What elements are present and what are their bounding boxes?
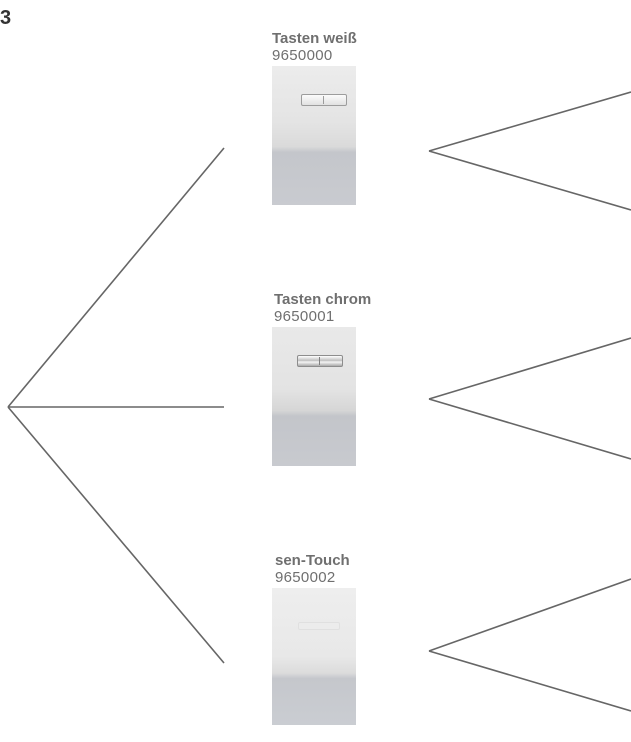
chevron-2-lower	[428, 398, 631, 460]
product-code: 9650002	[275, 569, 336, 586]
product-name: Tasten weiß	[272, 30, 357, 47]
product-tasten-chrom: Tasten chrom 9650001	[272, 291, 372, 466]
chevron-2-upper	[428, 337, 631, 400]
touch-sensor-icon	[298, 622, 340, 630]
chrome-button-plate-icon	[297, 355, 343, 367]
flush-button-plate-icon	[301, 94, 347, 106]
product-name: Tasten chrom	[274, 291, 372, 308]
product-code: 9650001	[274, 308, 335, 325]
fork-branch-top	[7, 147, 225, 408]
chevron-3-lower	[428, 650, 631, 712]
product-code: 9650000	[272, 47, 333, 64]
product-image-chrome-buttons	[272, 327, 356, 466]
product-tasten-weiss: Tasten weiß 9650000	[272, 30, 357, 205]
product-sen-touch: sen-Touch 9650002	[272, 552, 359, 725]
chevron-1-upper	[428, 91, 631, 152]
product-image-white-buttons	[272, 66, 356, 205]
page-number-fragment: 3	[0, 7, 12, 29]
chevron-1-lower	[428, 150, 631, 211]
product-image-touch-sensor	[272, 588, 356, 725]
fork-branch-bottom	[7, 406, 225, 664]
chevron-3-upper	[428, 578, 631, 652]
product-name: sen-Touch	[275, 552, 350, 569]
